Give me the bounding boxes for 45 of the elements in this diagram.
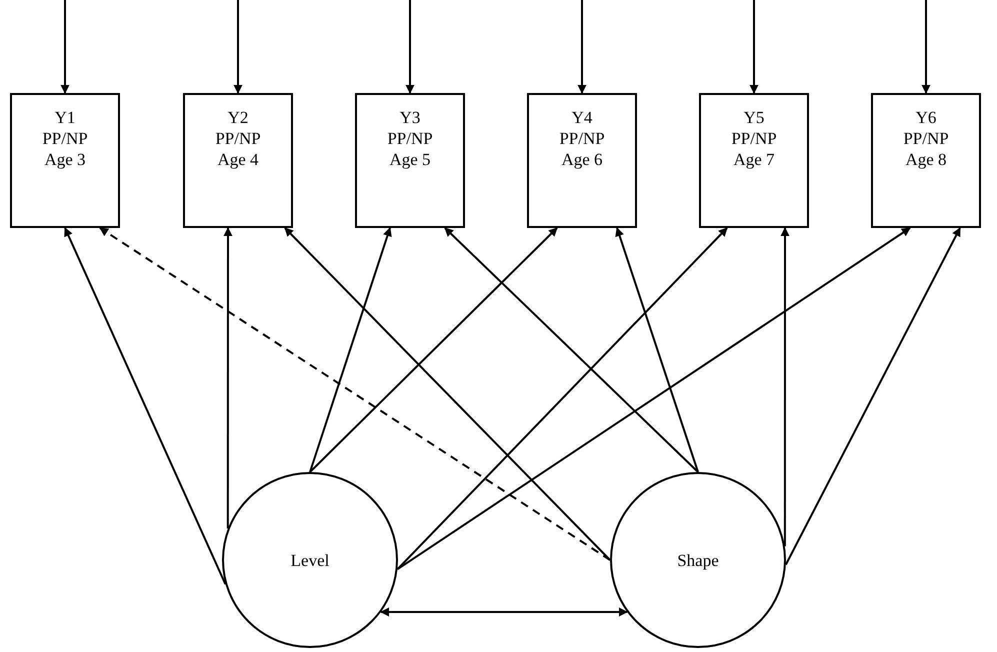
error-term-arrow xyxy=(406,0,414,94)
path-arrow xyxy=(99,227,611,561)
node-label: Age 7 xyxy=(733,149,775,170)
node-label: Level xyxy=(290,550,330,570)
node-label: Age 4 xyxy=(217,149,259,170)
node-label: PP/NP xyxy=(42,128,88,149)
path-arrow xyxy=(396,227,911,570)
node-label: PP/NP xyxy=(387,128,433,149)
error-term-arrow xyxy=(60,0,70,94)
observed-variable-box xyxy=(699,93,809,228)
node-label: PP/NP xyxy=(559,128,605,149)
node-label: PP/NP xyxy=(903,128,949,149)
node-label: Y1 xyxy=(54,107,76,128)
path-arrow xyxy=(785,227,961,566)
error-term-arrow xyxy=(750,0,758,94)
path-arrow xyxy=(284,227,611,561)
node-label: Age 3 xyxy=(44,149,86,170)
node-label: Y5 xyxy=(744,107,764,128)
path-arrow xyxy=(309,227,392,472)
path-arrow xyxy=(224,227,232,528)
path-arrow xyxy=(780,227,790,546)
error-term-arrow xyxy=(922,0,930,94)
node-label: Age 5 xyxy=(389,149,431,170)
node-label: Age 8 xyxy=(905,149,947,170)
path-arrow xyxy=(380,608,628,616)
path-arrow xyxy=(444,227,699,473)
node-label: Shape xyxy=(677,550,719,570)
node-label: PP/NP xyxy=(215,128,261,149)
observed-variable-box xyxy=(10,93,120,228)
observed-variable-box xyxy=(183,93,293,228)
node-label: Y3 xyxy=(400,107,420,128)
path-arrow xyxy=(396,227,728,570)
path-arrow xyxy=(615,227,699,472)
path-arrow xyxy=(64,227,226,585)
node-label: Y2 xyxy=(228,107,248,128)
observed-variable-box xyxy=(871,93,981,228)
node-label: Y6 xyxy=(916,107,936,128)
error-term-arrow xyxy=(578,0,586,94)
node-label: Y4 xyxy=(572,107,592,128)
node-label: Age 6 xyxy=(561,149,603,170)
observed-variable-box xyxy=(355,93,465,228)
node-label: PP/NP xyxy=(731,128,777,149)
error-term-arrow xyxy=(234,0,242,94)
observed-variable-box xyxy=(527,93,637,228)
path-arrow xyxy=(309,227,558,473)
